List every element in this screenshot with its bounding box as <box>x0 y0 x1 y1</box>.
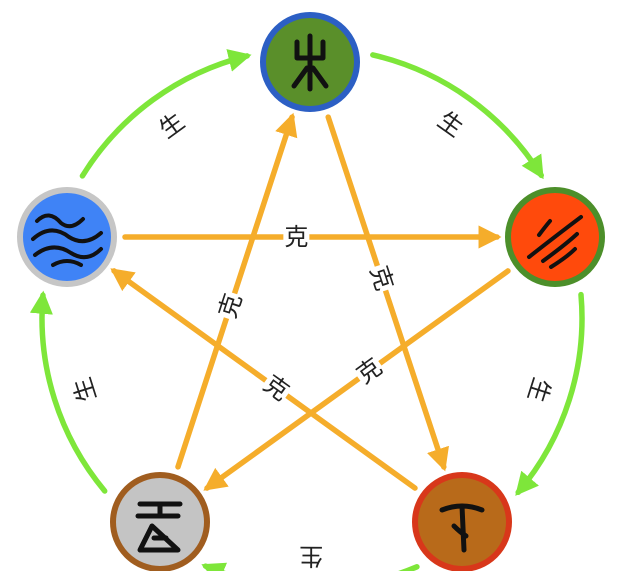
overcoming-label-backdrop <box>283 224 310 250</box>
earth-seal-glyph <box>439 503 485 553</box>
earth-element-node <box>412 472 512 571</box>
water-seal-glyph <box>31 213 103 267</box>
generating-label-water-wood: 生 <box>154 107 190 144</box>
generating-label-metal-water: 生 <box>68 374 102 405</box>
overcoming-arrow-fire-to-metal <box>203 268 511 491</box>
fire-seal-glyph <box>527 215 583 269</box>
overcoming-label-water-fire: 克 <box>284 223 308 251</box>
fire-element-node <box>505 187 605 287</box>
generating-cycle <box>29 49 585 571</box>
overcoming-label-wood-earth: 克 <box>364 262 398 294</box>
metal-node-disc <box>110 472 210 571</box>
generating-label-wood-fire: 生 <box>433 106 469 143</box>
generating-arrow-water-to-wood <box>79 49 252 179</box>
water-element-node <box>17 187 117 287</box>
generating-arrow-fire-to-earth <box>515 291 585 496</box>
generating-label-fire-earth: 生 <box>522 374 556 405</box>
overcoming-label-backdrop <box>214 290 247 322</box>
overcoming-cycle <box>110 112 511 491</box>
wood-element-node <box>260 12 360 112</box>
wood-seal-glyph <box>291 33 329 92</box>
generating-label-earth-metal: 生 <box>299 542 323 570</box>
overcoming-label-backdrop <box>352 353 387 388</box>
overcoming-label-backdrop <box>365 262 398 294</box>
overcoming-arrow-metal-to-wood <box>175 112 298 470</box>
metal-seal-glyph <box>135 501 183 553</box>
metal-element-node <box>110 472 210 571</box>
generating-arrow-metal-to-water <box>29 290 108 494</box>
overcoming-label-fire-metal: 克 <box>351 353 387 390</box>
overcoming-label-backdrop <box>259 371 294 406</box>
overcoming-label-metal-wood: 克 <box>213 290 247 321</box>
generating-arrow-wood-to-fire <box>370 52 544 180</box>
element-nodes <box>17 12 605 571</box>
overcoming-label-earth-water: 克 <box>258 370 294 407</box>
overcoming-arrow-earth-to-water <box>110 268 418 491</box>
overcoming-arrow-wood-to-earth <box>325 114 449 472</box>
